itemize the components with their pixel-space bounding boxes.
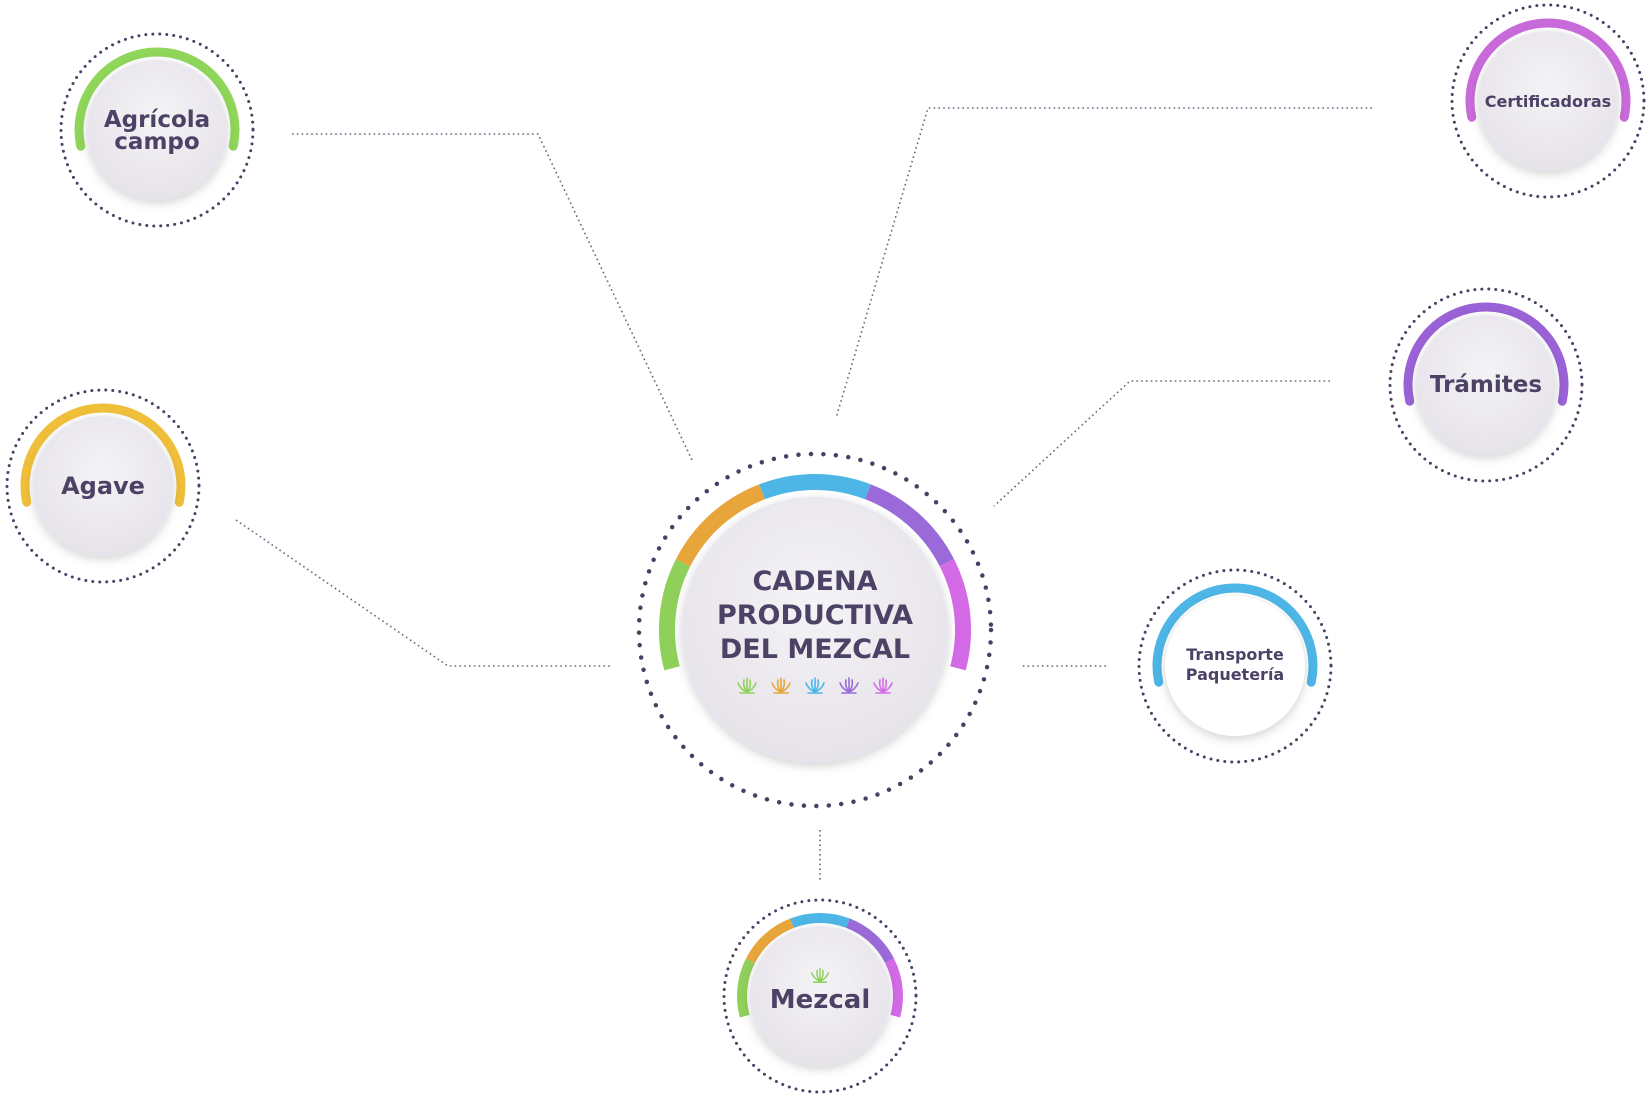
transporte-accent-arc [1152,583,1318,687]
node-agricola-campo[interactable]: Agrícola campo [59,32,255,228]
center-ring-segment [939,559,972,671]
agricola-accent-arc [74,47,240,151]
center-ring-segment [675,484,766,567]
mezcal-ring-segment [846,918,894,964]
tramites-dotted-ring [1388,287,1584,483]
connectors [235,107,1372,880]
certificadoras-accent-arc [1465,18,1631,122]
mezcal-ring-segment [884,958,903,1018]
agave-accent-arc [20,403,186,507]
agave-label: Agave [61,472,145,500]
transporte-label-line-1: Transporte [1186,645,1284,664]
center-ring-segment [658,559,691,671]
center-title-line-1: CADENA [752,566,877,597]
certificadoras-dotted-ring [1450,3,1646,199]
certificadoras-disc [1478,31,1618,171]
center-node[interactable]: CADENA PRODUCTIVA DEL MEZCAL [636,451,994,809]
agricola-dotted-ring [59,32,255,228]
agricola-label-line-2: campo [114,129,199,155]
center-ring-segment [759,474,871,500]
transporte-label-line-2: Paquetería [1186,665,1284,684]
mezcal-dotted-ring [722,898,918,1094]
mezcal-ring-segment [790,913,850,928]
center-title-line-3: DEL MEZCAL [720,634,910,665]
transporte-disc [1165,596,1305,736]
tramites-label: Trámites [1430,372,1542,398]
node-tramites[interactable]: Trámites [1388,287,1584,483]
center-disc [682,497,948,763]
certificadoras-label: Certificadoras [1485,92,1611,111]
node-mezcal[interactable]: Mezcal [722,898,918,1094]
center-color-ring [658,474,972,671]
center-title-line-2: PRODUCTIVA [717,600,913,631]
center-ring-segment [864,484,955,567]
connector-agave [235,519,612,667]
connector-tramites [993,380,1330,507]
agricola-label-line-1: Agrícola [104,107,210,133]
tramites-disc [1416,315,1556,455]
agave-disc [33,416,173,556]
connector-certificadoras [835,107,1372,419]
agave-dotted-ring [5,388,201,584]
tramites-accent-arc [1403,302,1569,406]
mezcal-label: Mezcal [770,985,871,1015]
connector-agricola [292,133,693,461]
node-certificadoras[interactable]: Certificadoras [1450,3,1646,199]
node-agave[interactable]: Agave [5,388,201,584]
node-transporte-paqueteria[interactable]: Transporte Paquetería [1137,568,1333,764]
center-dotted-ring [636,451,994,809]
mezcal-color-ring [737,913,903,1018]
transporte-dotted-ring [1137,568,1333,764]
agricola-disc [87,60,227,200]
mezcal-ring-segment [737,958,756,1018]
mezcal-ring-segment [746,918,794,964]
mezcal-disc [750,926,890,1066]
